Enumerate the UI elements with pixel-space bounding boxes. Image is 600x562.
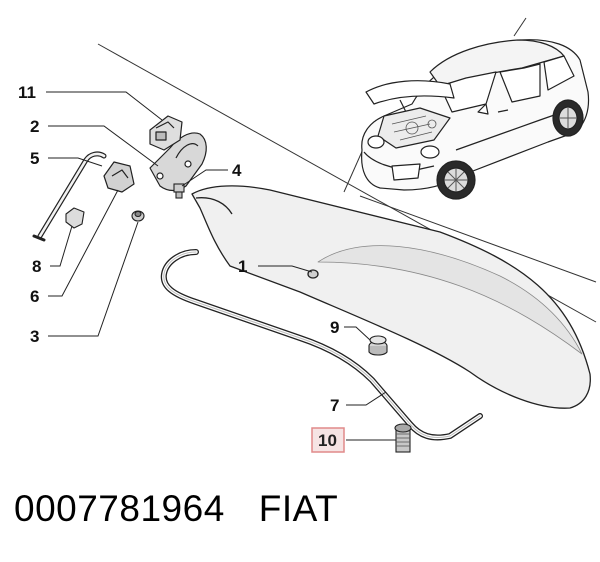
car-illustration bbox=[361, 39, 590, 200]
callout-10[interactable]: 10 bbox=[318, 431, 337, 450]
callout-4[interactable]: 4 bbox=[232, 161, 242, 180]
hood-panel bbox=[191, 185, 591, 409]
callout-5[interactable]: 5 bbox=[30, 149, 39, 168]
hood-seal bbox=[160, 249, 483, 441]
callout-3[interactable]: 3 bbox=[30, 327, 39, 346]
leader-lines bbox=[46, 91, 396, 441]
callout-9[interactable]: 9 bbox=[330, 318, 339, 337]
callout-11[interactable]: 11 bbox=[18, 83, 36, 102]
hinge-bracket bbox=[149, 132, 207, 192]
bumper-stop bbox=[368, 335, 388, 356]
front-wheel bbox=[436, 160, 476, 200]
small-clip bbox=[65, 207, 85, 229]
adjustable-stop bbox=[394, 423, 412, 453]
callout-1[interactable]: 1 bbox=[238, 257, 247, 276]
callout-8[interactable]: 8 bbox=[32, 257, 41, 276]
part-caption: 0007781964 FIAT bbox=[14, 488, 338, 530]
callout-7[interactable]: 7 bbox=[330, 396, 339, 415]
grommet bbox=[131, 210, 145, 222]
bolt bbox=[173, 183, 185, 199]
hinge-upper bbox=[149, 115, 183, 151]
callout-10-highlight bbox=[311, 427, 345, 453]
brand-name: FIAT bbox=[258, 488, 339, 529]
callout-6[interactable]: 6 bbox=[30, 287, 39, 306]
part-number: 0007781964 bbox=[14, 488, 225, 529]
rod-holder bbox=[103, 161, 135, 193]
prop-rod bbox=[32, 151, 107, 242]
callout-2[interactable]: 2 bbox=[30, 117, 39, 136]
rear-wheel bbox=[552, 99, 584, 137]
parts-diagram: 11 2 5 4 8 6 1 3 9 7 10 bbox=[18, 17, 597, 453]
callout-labels: 11 2 5 4 8 6 1 3 9 7 10 bbox=[18, 83, 339, 450]
